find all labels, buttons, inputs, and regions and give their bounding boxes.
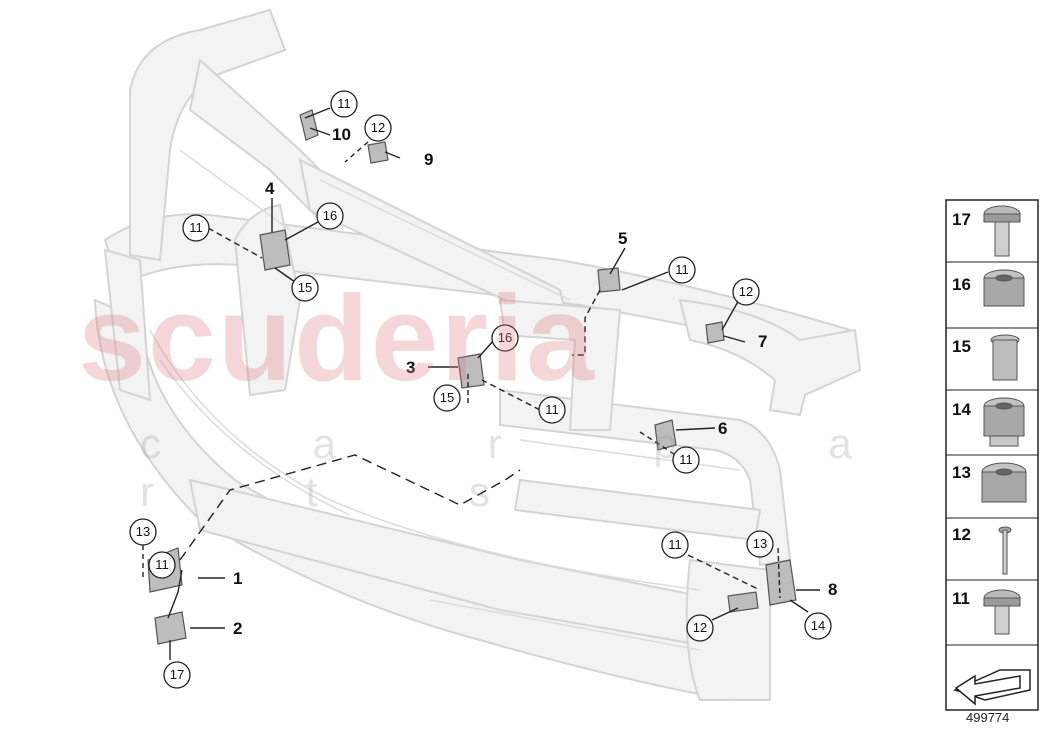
legend-12: 12 bbox=[952, 525, 971, 544]
callout-5: 5 bbox=[618, 229, 627, 248]
circled-callouts bbox=[129, 90, 832, 689]
rivet-nut-15-icon bbox=[990, 334, 1020, 381]
legend-11: 11 bbox=[952, 589, 970, 608]
leader-lines bbox=[142, 107, 820, 660]
callout-12b: 12 bbox=[739, 284, 753, 299]
callout-15b: 15 bbox=[440, 390, 454, 405]
callout-12a: 12 bbox=[371, 120, 385, 135]
callout-11g: 11 bbox=[668, 537, 682, 552]
plain-callouts: 1 2 3 4 5 6 7 8 9 10 bbox=[233, 125, 837, 638]
callout-7: 7 bbox=[758, 332, 767, 351]
callout-15a: 15 bbox=[298, 280, 312, 295]
callout-11b: 11 bbox=[189, 220, 203, 235]
diagram-id: 499774 bbox=[966, 710, 1010, 725]
nut-13-icon bbox=[981, 462, 1027, 503]
legend-13: 13 bbox=[952, 463, 971, 482]
callout-13b: 13 bbox=[753, 536, 767, 551]
watermark-logo: scuderia bbox=[78, 270, 596, 406]
callout-16a: 16 bbox=[323, 208, 337, 223]
callout-4: 4 bbox=[265, 179, 275, 198]
nut-14-icon bbox=[983, 397, 1025, 447]
circled-callout-labels: 11 11 11 11 11 11 11 12 12 12 13 13 14 1… bbox=[136, 96, 825, 682]
callout-6: 6 bbox=[718, 419, 727, 438]
callout-11e: 11 bbox=[679, 452, 693, 467]
bolt-11-icon bbox=[983, 589, 1021, 635]
callout-1: 1 bbox=[233, 569, 242, 588]
callout-17: 17 bbox=[170, 667, 184, 682]
callout-2: 2 bbox=[233, 619, 242, 638]
legend-17: 17 bbox=[952, 210, 971, 229]
watermark-subtitle: c a r p a r t s bbox=[140, 420, 922, 515]
part-silhouettes bbox=[147, 109, 797, 645]
callout-9: 9 bbox=[424, 150, 433, 169]
rivet-12-icon bbox=[998, 526, 1012, 575]
legend-16: 16 bbox=[952, 275, 971, 294]
callout-3: 3 bbox=[406, 358, 415, 377]
bolt-17-icon bbox=[983, 205, 1021, 257]
callout-11c: 11 bbox=[675, 262, 689, 277]
legend-14: 14 bbox=[952, 400, 971, 419]
nut-16-icon bbox=[983, 269, 1025, 307]
callout-11d: 11 bbox=[545, 402, 559, 417]
callout-11a: 11 bbox=[337, 96, 351, 111]
frame-detail-lines bbox=[149, 149, 741, 651]
callout-12c: 12 bbox=[693, 620, 707, 635]
fastener-legend: 17 16 15 14 13 12 11 bbox=[945, 199, 1039, 711]
legend-15: 15 bbox=[952, 337, 971, 356]
callout-16b: 16 bbox=[498, 330, 512, 345]
direction-arrow-icon bbox=[952, 669, 1031, 706]
callout-11f: 11 bbox=[155, 557, 169, 572]
callout-14: 14 bbox=[811, 618, 825, 633]
callout-10: 10 bbox=[332, 125, 351, 144]
callout-8: 8 bbox=[828, 580, 837, 599]
callout-13a: 13 bbox=[136, 524, 150, 539]
